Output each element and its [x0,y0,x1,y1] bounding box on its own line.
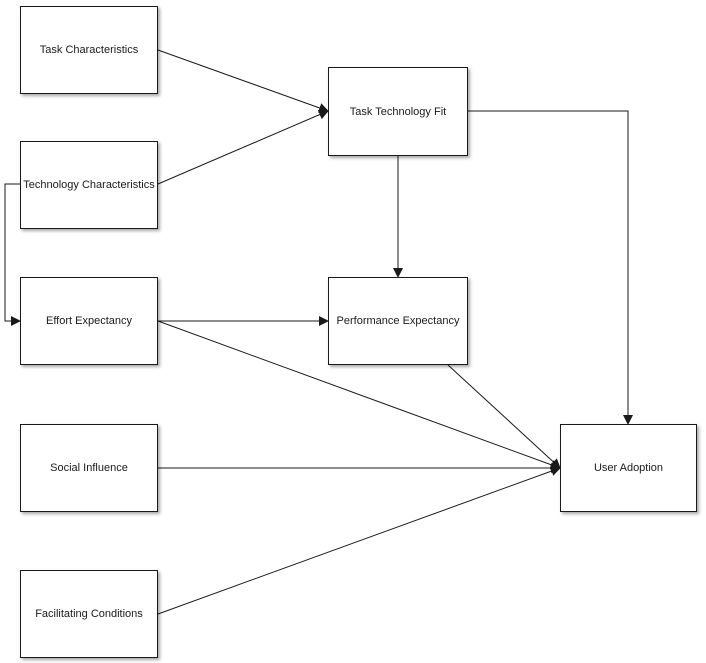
edge-facilitating-to-adoption [157,466,561,615]
edge-perf-to-adoption [447,364,561,469]
edge-ttf-to-adoption [468,110,633,425]
node-facilitating-conditions: Facilitating Conditions [20,570,158,658]
node-task-technology-fit: Task Technology Fit [328,67,468,156]
edge-task-char-to-ttf [157,49,329,113]
node-task-characteristics: Task Characteristics [20,6,158,94]
node-effort-expectancy: Effort Expectancy [20,277,158,365]
node-performance-expectancy: Performance Expectancy [328,277,468,365]
edge-tech-char-to-effort [4,183,21,326]
edge-tech-char-to-ttf [157,109,329,185]
edge-effort-to-adoption [157,320,561,470]
node-social-influence: Social Influence [20,424,158,512]
node-user-adoption: User Adoption [560,424,697,512]
node-technology-characteristics: Technology Characteristics [20,141,158,229]
